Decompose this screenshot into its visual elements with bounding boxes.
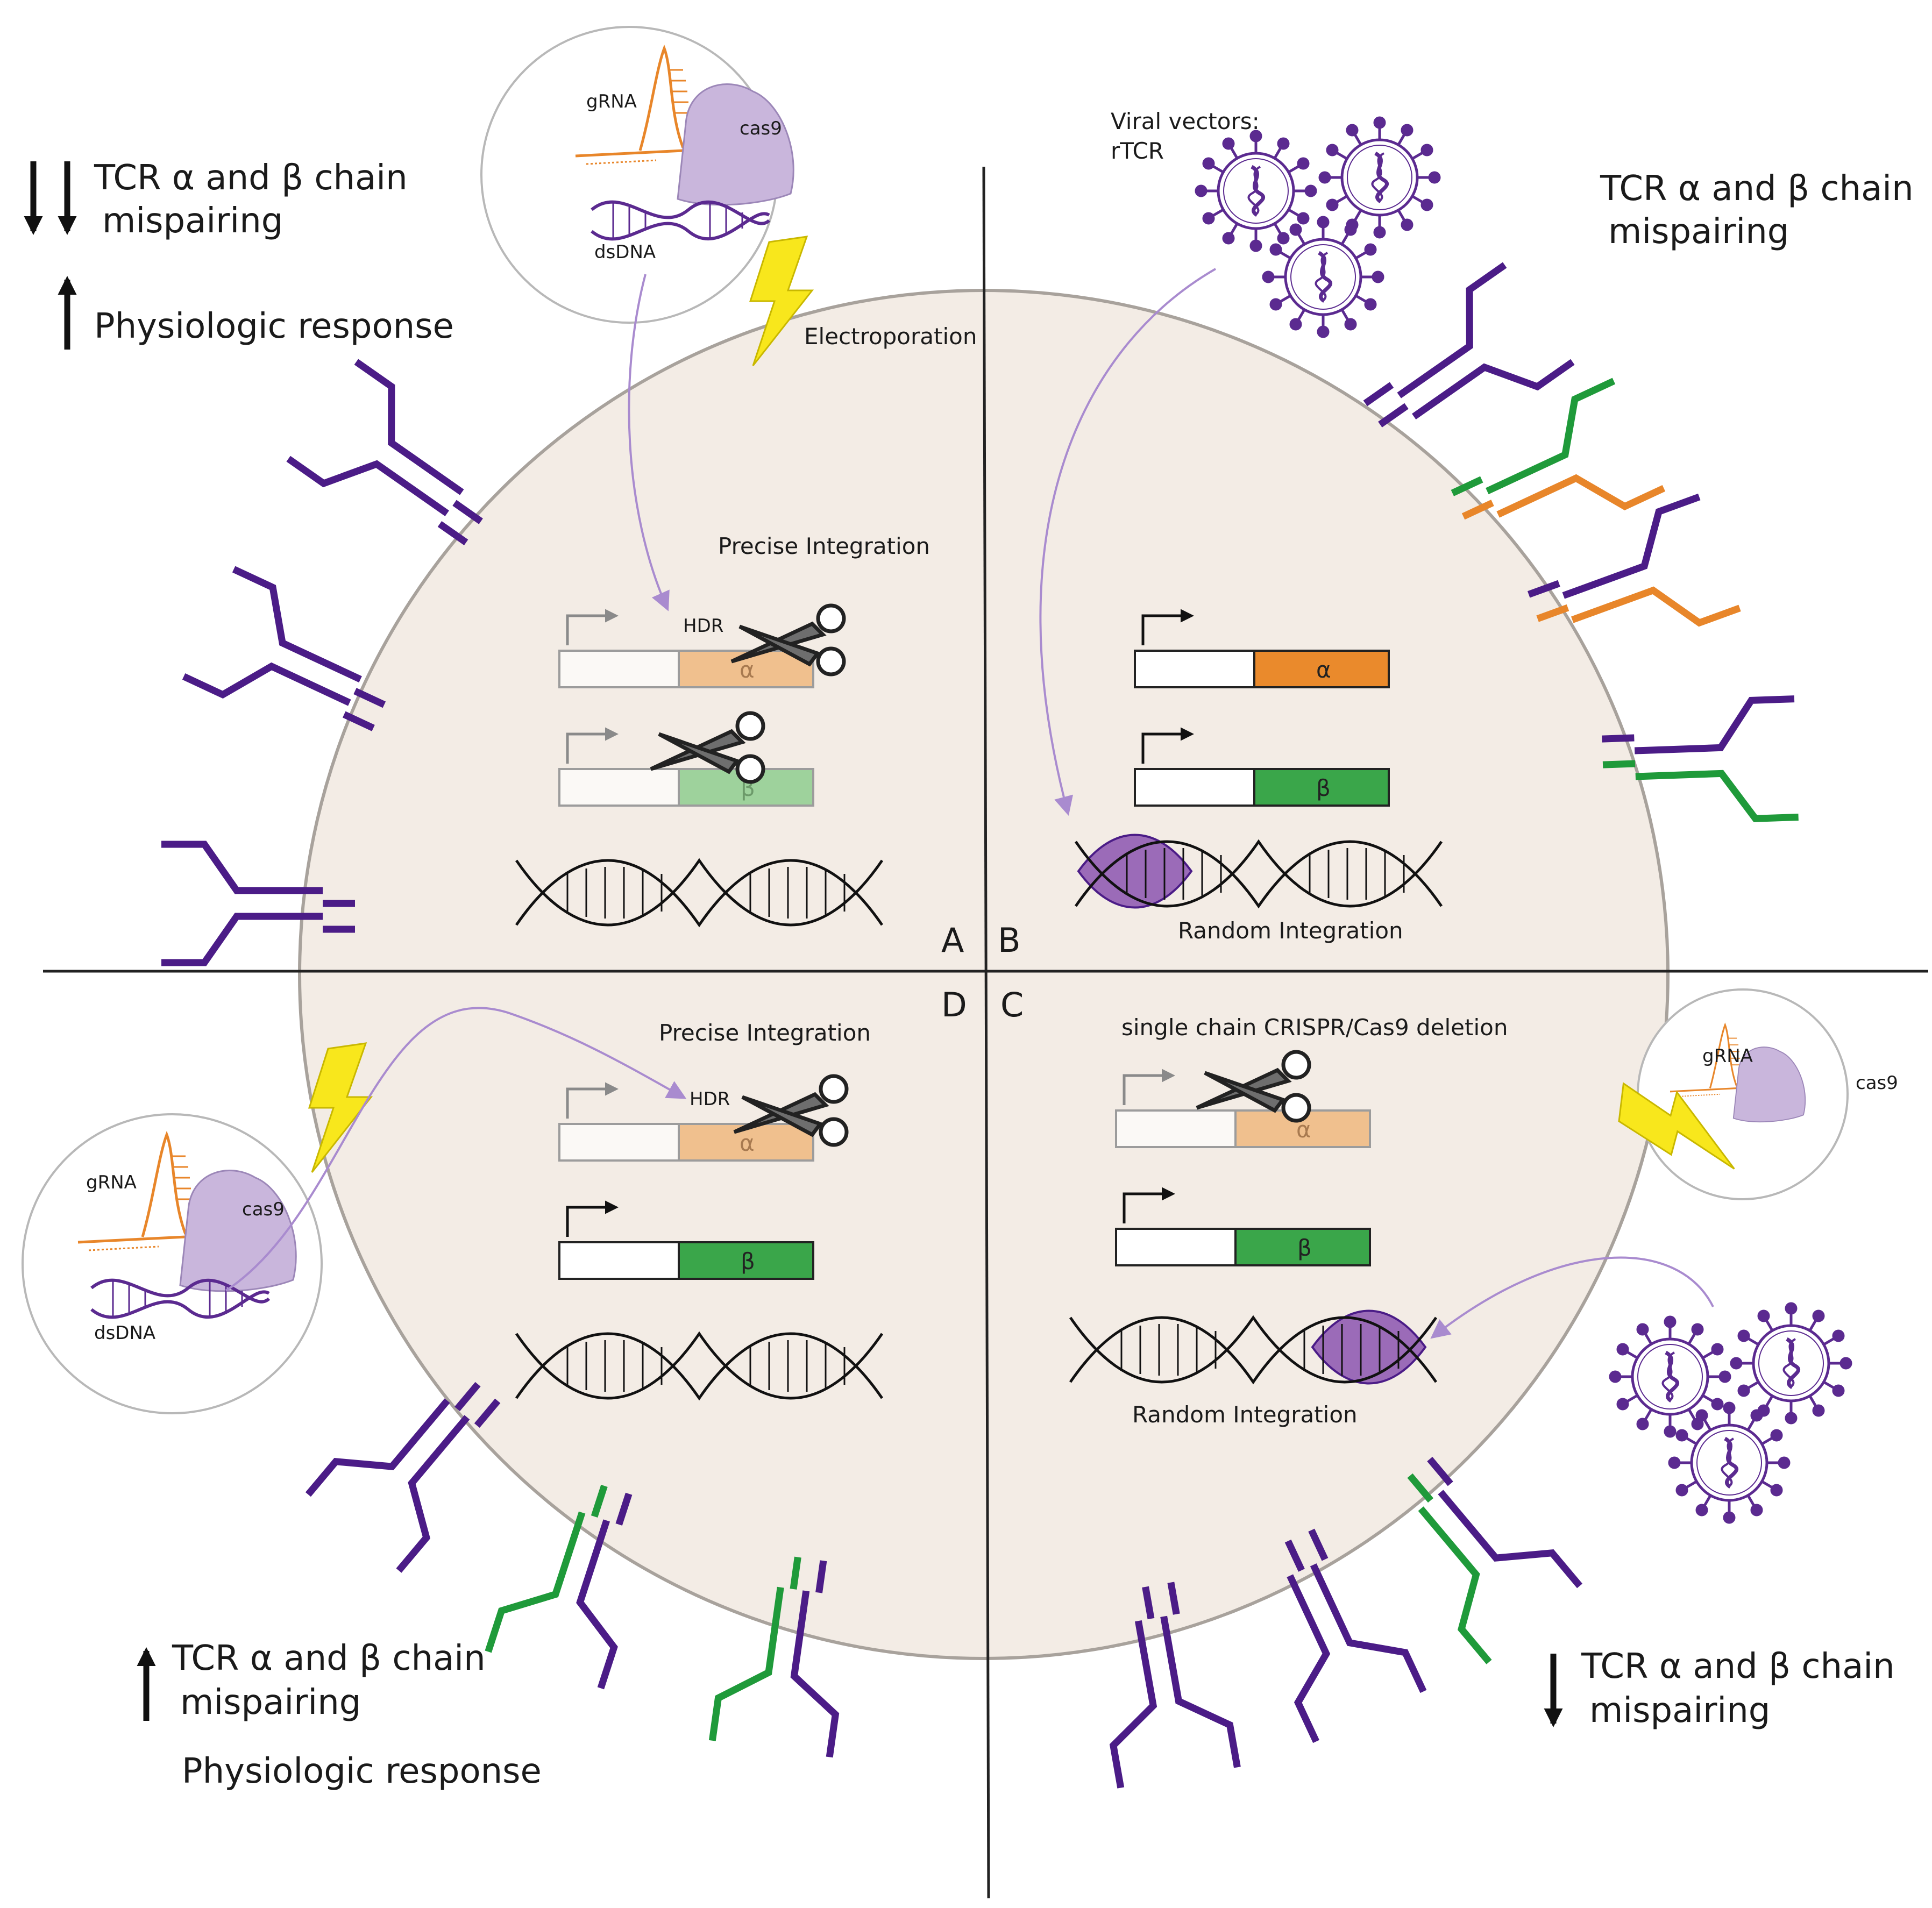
beta-gene-d: β — [558, 1200, 814, 1280]
bottom-left-effect-line2: mispairing — [180, 1683, 361, 1722]
bottom-left-effect-line1: TCR α and β chain — [172, 1639, 486, 1678]
random-integration-c: Random Integration — [1132, 1401, 1358, 1428]
tcr-receptor-icon — [485, 1484, 633, 1690]
delivery-arrow-c — [1430, 1256, 1714, 1339]
viral-vectors-label: Viral vectors: — [1111, 108, 1260, 134]
hdr-label-d: HDR — [690, 1088, 730, 1110]
top-left-physio: Physiologic response — [94, 307, 454, 346]
delivery-arrow-a — [628, 274, 670, 611]
bottom-left-physio: Physiologic response — [182, 1752, 542, 1791]
alpha-label: α — [740, 1130, 755, 1156]
electroporation-label: Electroporation — [804, 323, 977, 350]
tcr-receptor-icon — [1407, 1457, 1583, 1664]
random-integration-b: Random Integration — [1178, 917, 1403, 944]
grna-label-d: gRNA — [86, 1172, 137, 1193]
virus-icon — [1731, 1304, 1851, 1423]
crispr-inset-d: gRNA cas9 dsDNA — [22, 1113, 323, 1414]
vertical-divider — [982, 166, 990, 1899]
virus-icon — [1320, 118, 1439, 237]
beta-label: β — [1316, 775, 1331, 801]
viral-vectors-rtcr: rTCR — [1111, 138, 1164, 164]
alpha-label: α — [1316, 657, 1331, 683]
beta-gene-b: β — [1134, 727, 1390, 807]
precise-integration-d: Precise Integration — [659, 1020, 871, 1046]
alpha-label: α — [740, 657, 755, 683]
top-right-effect-line1: TCR α and β chain — [1600, 169, 1914, 209]
dsdna-label-a: dsDNA — [594, 241, 656, 263]
dna-helix-icon — [1070, 1309, 1436, 1385]
down-arrow-icon — [24, 161, 77, 236]
top-left-effect-line1: TCR α and β chain — [94, 158, 408, 198]
alpha-gene-a: α — [558, 609, 814, 688]
beta-label: β — [741, 1248, 755, 1275]
virus-icon — [1670, 1403, 1789, 1522]
single-chain-deletion-label: single chain CRISPR/Cas9 deletion — [1121, 1014, 1508, 1041]
beta-label: β — [1297, 1235, 1312, 1261]
top-right-effect-line2: mispairing — [1608, 212, 1789, 252]
tcr-receptor-icon — [708, 1556, 840, 1758]
alpha-gene-b: α — [1134, 609, 1390, 688]
beta-gene-c: β — [1115, 1187, 1371, 1266]
quadrant-label-d: D — [941, 985, 967, 1024]
quadrant-label-b: B — [998, 921, 1021, 960]
hdr-label-a: HDR — [683, 615, 723, 637]
bottom-right-effect-line1: TCR α and β chain — [1581, 1647, 1895, 1686]
grna-label-c: gRNA — [1702, 1045, 1753, 1067]
grna-label-a: gRNA — [586, 91, 637, 112]
cas9-label-c: cas9 — [1856, 1072, 1898, 1094]
tcr-receptor-icon — [1602, 695, 1799, 822]
tcr-receptor-icon — [1527, 493, 1741, 627]
delivery-arrow-d — [225, 1007, 687, 1292]
delivery-arrow-b — [1039, 268, 1217, 816]
bottom-right-effect-line2: mispairing — [1589, 1691, 1770, 1731]
top-left-effect-line2: mispairing — [102, 201, 283, 241]
quadrant-label-a: A — [941, 921, 964, 960]
tcr-receptor-icon — [1451, 378, 1666, 520]
quadrant-label-c: C — [1000, 985, 1024, 1024]
precise-integration-a: Precise Integration — [718, 533, 930, 559]
cas9-label-d: cas9 — [242, 1199, 285, 1220]
cas9-label-a: cas9 — [740, 118, 782, 139]
crispr-inset-a: gRNA cas9 dsDNA — [480, 26, 793, 324]
beta-gene-a: β — [558, 727, 814, 807]
dsdna-label-d: dsDNA — [94, 1322, 155, 1344]
virus-icon — [1610, 1317, 1730, 1436]
lightning-icon — [1618, 1082, 1735, 1170]
dna-helix-icon — [1076, 834, 1441, 909]
